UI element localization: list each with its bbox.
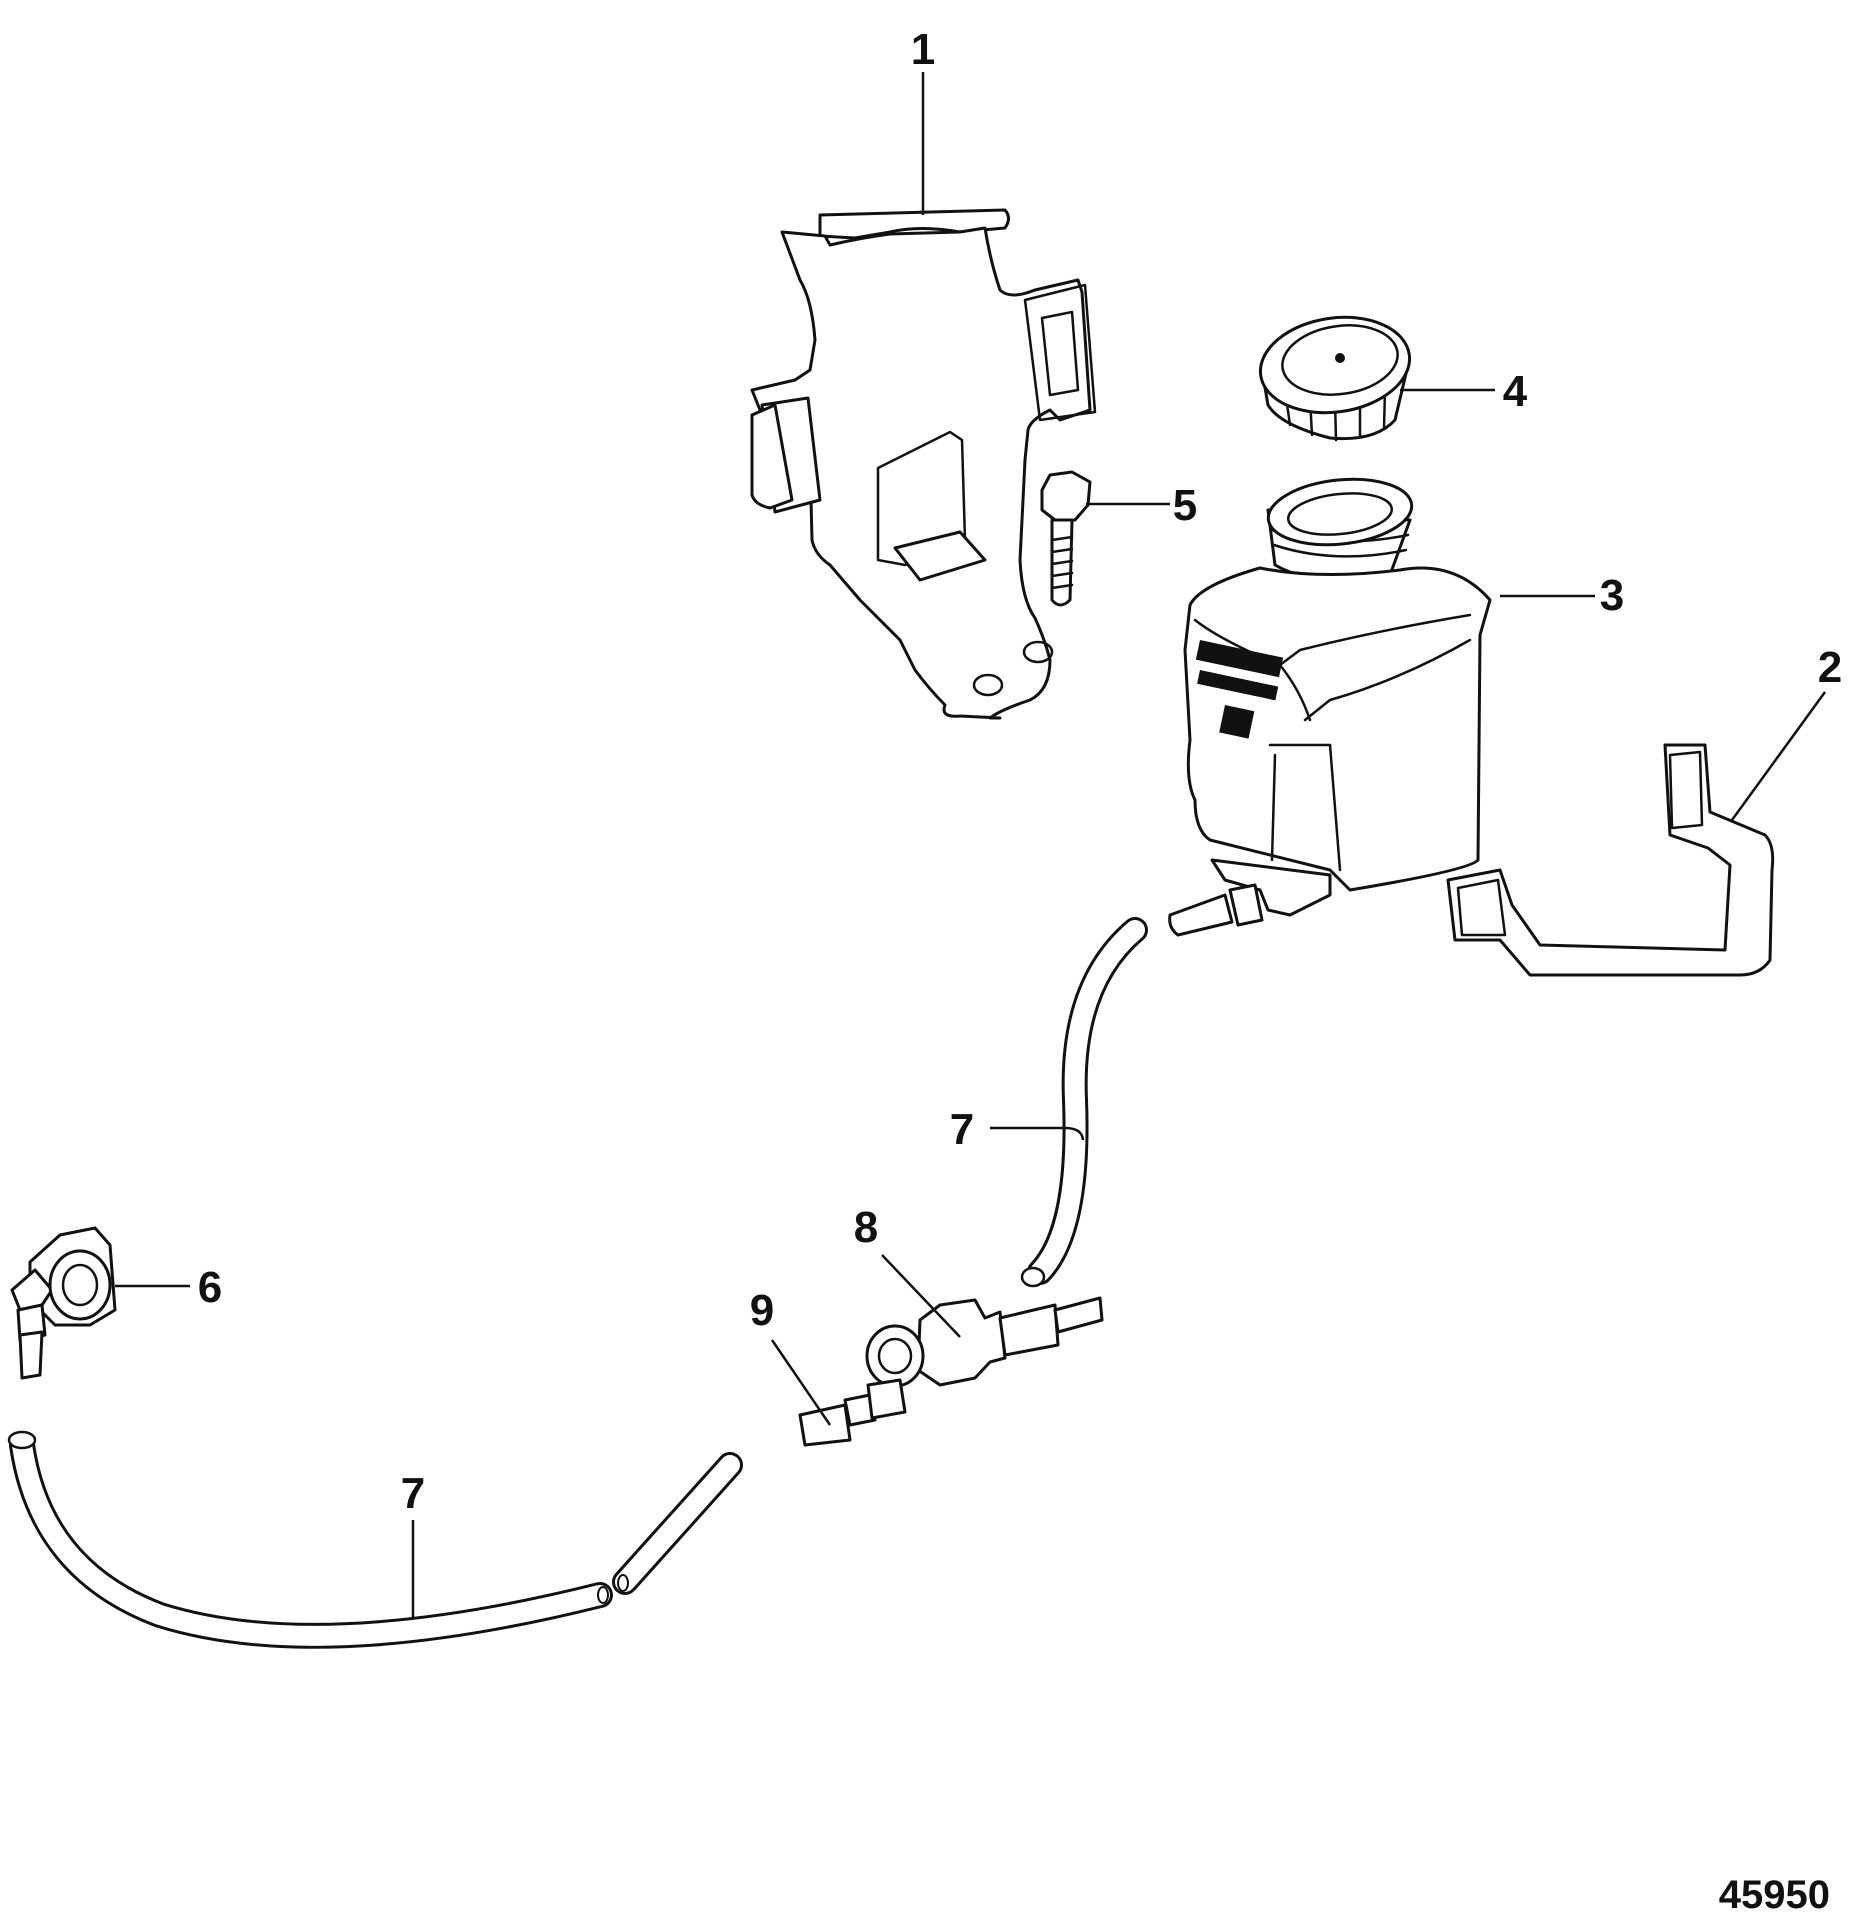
callout-8: 8 xyxy=(854,1203,878,1252)
callout-2: 2 xyxy=(1818,643,1842,692)
callout-1: 1 xyxy=(911,25,935,74)
callout-7-upper: 7 xyxy=(950,1105,974,1154)
callout-7-lower: 7 xyxy=(401,1469,425,1518)
quick-connector xyxy=(865,1296,1104,1388)
callout-3: 3 xyxy=(1600,571,1624,620)
barb-fitting xyxy=(798,1378,907,1447)
callout-labels: 1 2 3 4 5 6 7 7 8 9 xyxy=(198,25,1842,1518)
hose-lower xyxy=(7,1430,743,1649)
reservoir-strap xyxy=(1446,743,1775,977)
elbow-fitting xyxy=(10,1226,117,1380)
fluid-reservoir xyxy=(1168,477,1492,937)
reservoir-cap xyxy=(1258,315,1412,442)
leader-lines xyxy=(115,72,1827,1618)
callout-4: 4 xyxy=(1503,367,1528,416)
figure-id: 45950 xyxy=(1719,1873,1830,1917)
hose-upper xyxy=(1020,917,1148,1288)
callout-5: 5 xyxy=(1173,481,1197,530)
callout-9: 9 xyxy=(750,1286,774,1335)
callout-6: 6 xyxy=(198,1263,222,1312)
mounting-bracket xyxy=(750,208,1097,720)
bolt xyxy=(1040,470,1092,607)
